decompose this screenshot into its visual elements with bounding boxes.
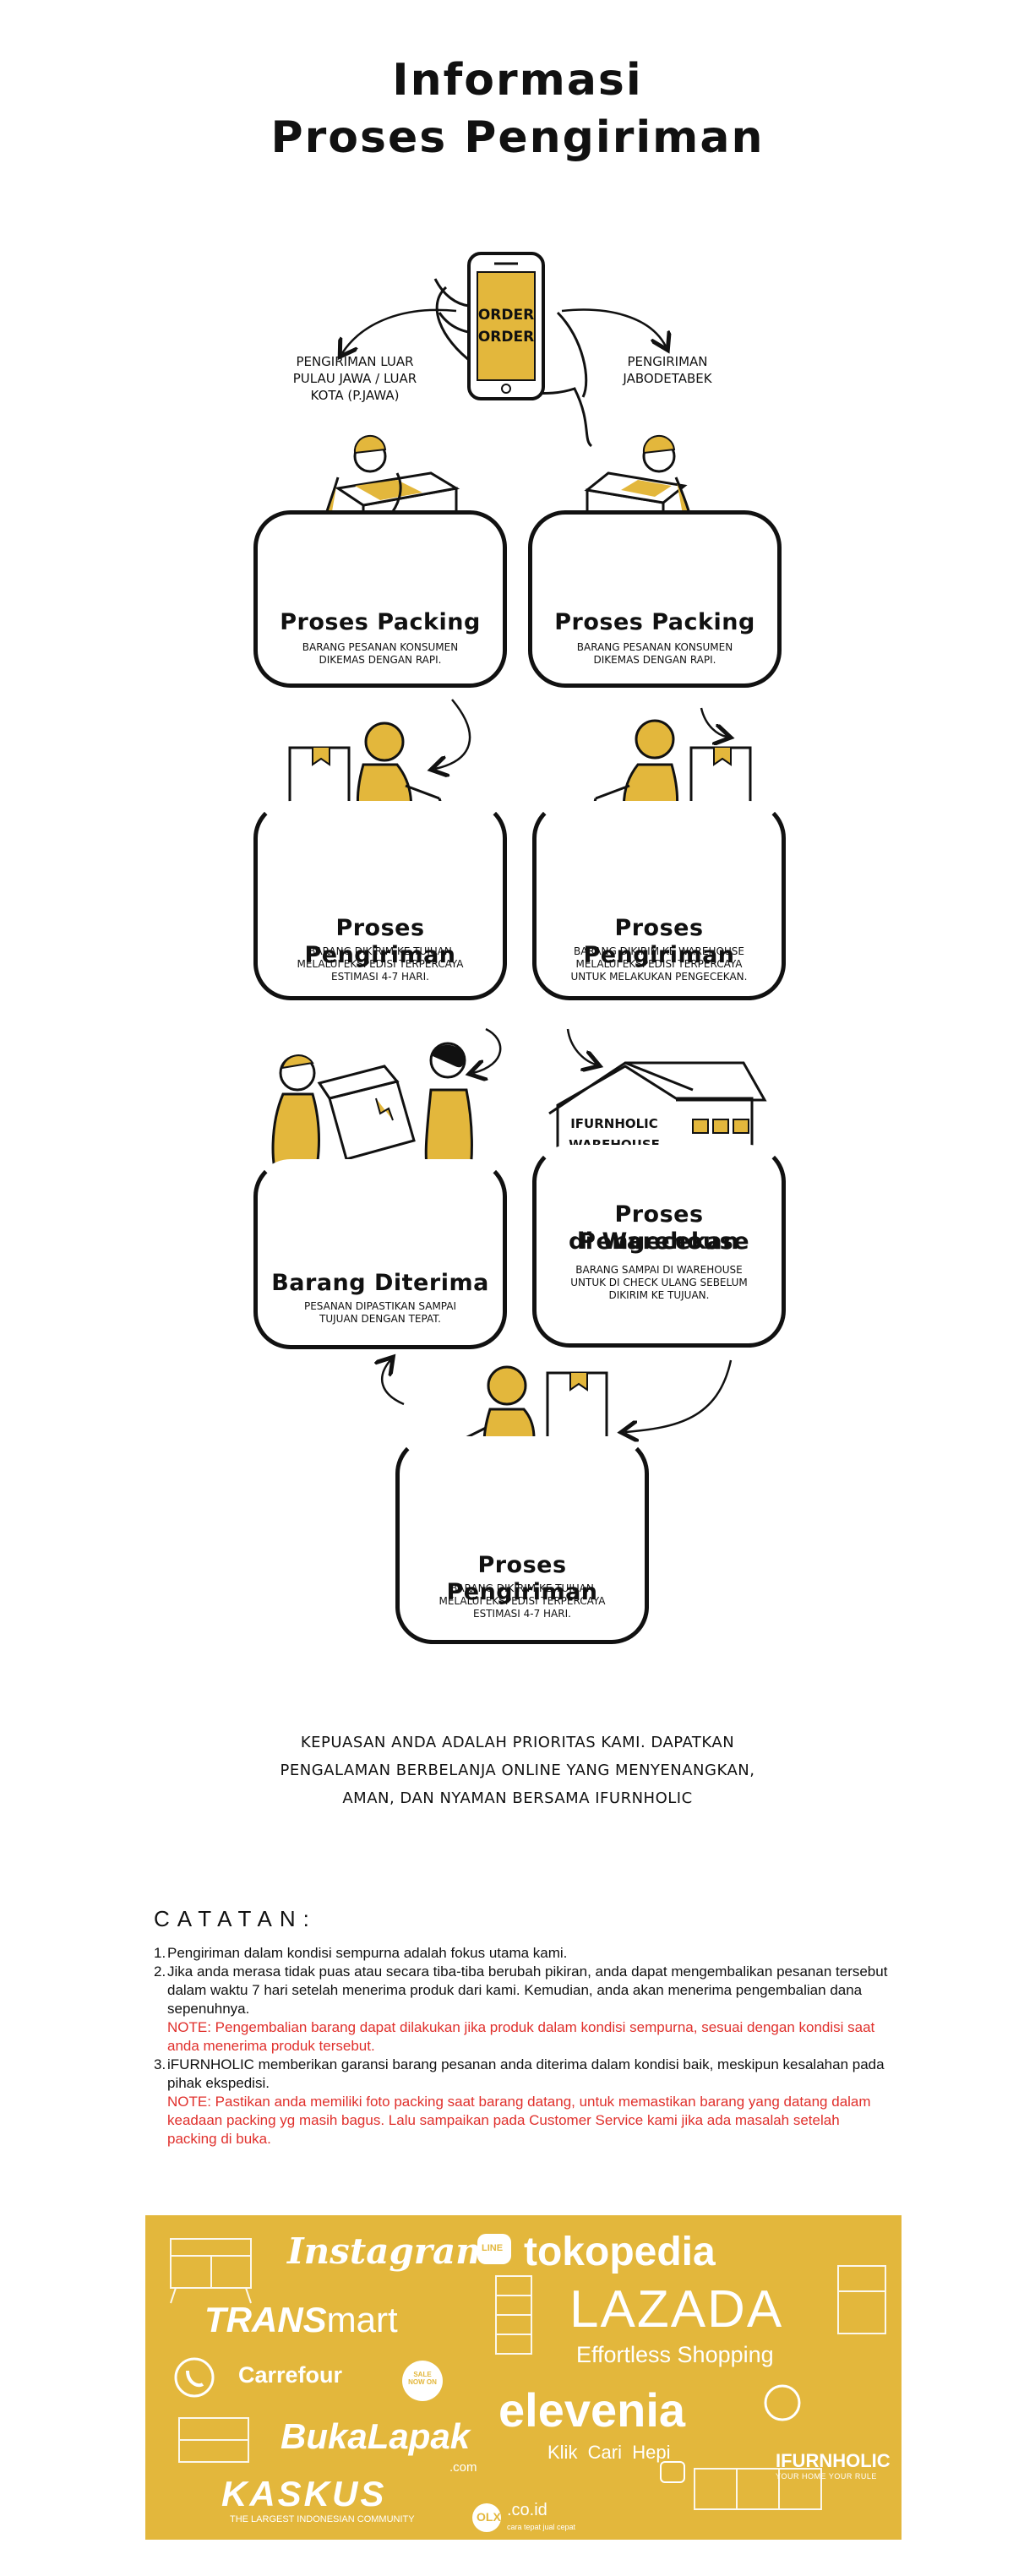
note-warning: NOTE: Pengembalian barang dapat dilakuka… [167,2019,875,2054]
step-description: Barang pesanan konsumen dikemas dengan r… [302,641,459,666]
list-item: 1. Pengiriman dalam kondisi sempurna ada… [154,1944,889,1963]
closing-line1: Kepuasan anda adalah prioritas kami. Dap… [300,1734,735,1751]
note-number: 3. [154,2056,166,2072]
note-number: 2. [154,1963,166,1980]
lazada-logo: LAZADA [569,2280,784,2339]
step-description: Barang dikirim ke warehouse melalui eksp… [570,945,748,983]
transmart-logo: TRANSmart [204,2300,398,2340]
step-shipping-left: Proses Pengiriman Barang dikirim ke tuju… [253,801,507,1000]
instagram-logo: Instagram [287,2230,493,2272]
step-title: Proses Pengiriman [446,1552,598,1605]
phone-screen-line2: ORDER [478,329,534,346]
list-item: 3. iFURNHOLIC memberikan garansi barang … [154,2056,889,2148]
list-item: 2. Jika anda merasa tidak puas atau seca… [154,1963,889,2056]
step-received: Barang Diterima Pesanan dipastikan sampa… [253,1159,507,1349]
step-packing-right: Proses Packing Barang pesanan konsumen d… [528,510,782,688]
step-shipping-final: Proses Pengiriman Barang dikirim ke tuju… [395,1436,649,1644]
step-description: Pesanan dipastikan sampai tujuan dengan … [303,1300,457,1325]
branch-left-label: Pengiriman Luar Pulau Jawa / Luar Kota (… [292,354,417,403]
note-text: iFURNHOLIC memberikan garansi barang pes… [167,2056,885,2091]
kaskus-tagline: THE LARGEST INDONESIAN COMMUNITY [230,2514,415,2524]
olx-suffix: .co.id [507,2501,547,2519]
step-description: Barang pesanan konsumen dikemas dengan r… [576,641,733,666]
bukalapak-logo: BukaLapak [281,2416,471,2456]
notes-list: 1. Pengiriman dalam kondisi sempurna ada… [154,1944,889,2148]
note-number: 1. [154,1945,166,1961]
furniture-doodles [170,2234,886,2532]
note-text: Jika anda merasa tidak puas atau secara … [167,1963,888,2017]
warehouse-sign-line1: IFURNHOLIC [570,1116,658,1131]
sale-badge: SALE NOW ON [408,2371,437,2386]
step-title-line1: Proses Pengecekan [579,1201,739,1255]
step-title: Proses Pengiriman [583,915,735,968]
olx-logo: OLX [477,2510,501,2524]
notes-heading: CATATAN: [154,1906,317,1931]
branch-right-label: Pengiriman Jabodetabek [623,354,712,386]
step-packing-left: Proses Packing Barang pesanan konsumen d… [253,510,507,688]
carrefour-logo: Carrefour [238,2362,343,2388]
page-title-line2: Proses Pengiriman [270,112,765,163]
closing-message: Kepuasan anda adalah prioritas kami. Dap… [0,1729,1035,1812]
elevenia-logo: elevenia [498,2383,686,2437]
step-description: Barang dikirim ke tujuan melalui ekspedi… [297,945,464,983]
ifurnholic-tagline: YOUR HOME YOUR RULE [776,2472,877,2481]
marketplace-banner: Instagram LINE tokopedia TRANSmart LAZAD… [145,2215,902,2540]
bukalapak-suffix: .com [449,2460,477,2475]
note-text: Pengiriman dalam kondisi sempurna adalah… [167,1945,568,1961]
line-icon: LINE [482,2243,504,2253]
tokopedia-logo: tokopedia [524,2230,716,2274]
step-title-line2: di Warehouse [568,1228,750,1255]
step-description: Barang sampai di warehouse untuk di chec… [570,1264,748,1301]
note-warning: NOTE: Pastikan anda memiliki foto packin… [167,2094,871,2147]
kaskus-logo: KASKUS [221,2474,387,2513]
step-title: Proses Packing [554,609,755,635]
ifurnholic-logo: IFURNHOLIC [776,2450,891,2471]
lazada-tagline: Effortless Shopping [576,2342,774,2367]
step-title: Proses Pengiriman [304,915,456,968]
page-title-line1: Informasi [392,55,643,106]
closing-line2: pengalaman berbelanja online yang menyen… [280,1762,755,1779]
phone-icon [433,252,593,448]
warehouse-illustration [548,1061,767,1163]
elevenia-tagline: Klik Cari Hepi [547,2442,671,2463]
step-warehouse-check: Proses Pengecekan di Warehouse Barang sa… [532,1145,786,1348]
step-shipping-right: Proses Pengiriman Barang dikirim ke ware… [532,801,786,1000]
phone-screen-line1: ORDER [478,307,534,324]
notes-section: CATATAN: 1. Pengiriman dalam kondisi sem… [154,1906,889,2148]
step-title: Barang Diterima [271,1270,489,1296]
olx-tagline: cara tepat jual cepat [507,2523,576,2531]
step-title: Proses Packing [280,609,481,635]
step-description: Barang dikirim ke tujuan melalui ekspedi… [439,1582,606,1620]
closing-line3: aman, dan nyaman bersama iFurnholic [342,1789,693,1807]
transmart-light: mart [326,2300,398,2339]
transmart-bold: TRANS [204,2300,327,2339]
